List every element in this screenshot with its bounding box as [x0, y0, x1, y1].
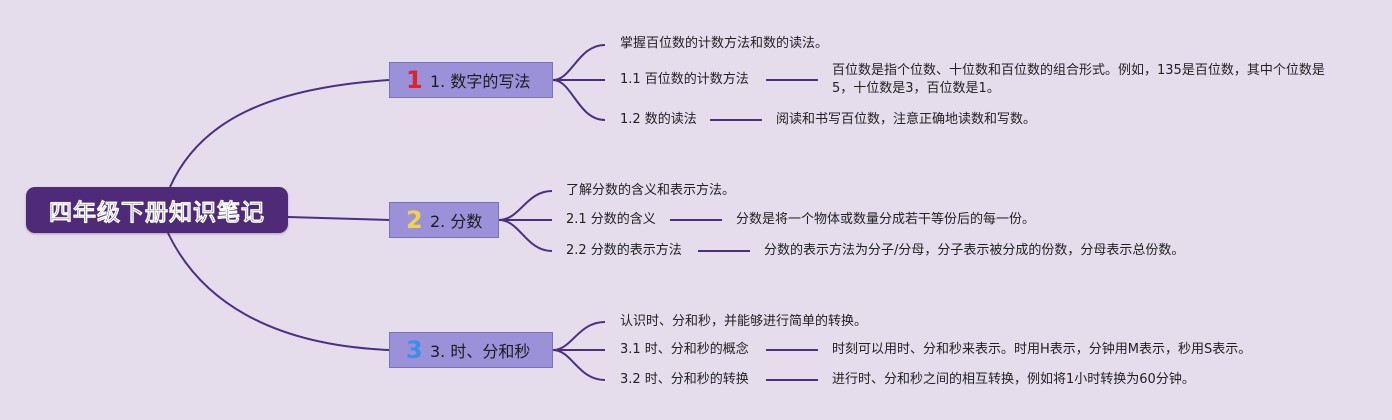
number-2-icon: 2	[406, 206, 423, 234]
number-3-icon: 3	[406, 336, 423, 364]
branch-3-intro: 认识时、分和秒，并能够进行简单的转换。	[620, 314, 868, 329]
root-title: 四年级下册知识笔记	[49, 200, 265, 227]
sub-3-2-label[interactable]: 3.2 时、分和秒的转换	[620, 372, 749, 387]
root-to-branch-1-line	[169, 79, 390, 188]
sub-3-1-detail: 时刻可以用时、分和秒来表示。时用H表示，分钟用M表示，秒用S表示。	[832, 342, 1252, 357]
branch-1-intro: 掌握百位数的计数方法和数的读法。	[620, 36, 829, 51]
branch-1-to-intro-line	[552, 44, 606, 81]
sub-3-2-detail: 进行时、分和秒之间的相互转换，例如将1小时转换为60分钟。	[832, 372, 1195, 387]
sub-1-1-detail: 百位数是指个位数、十位数和百位数的组合形式。例如，135是百位数，其中个位数是5…	[832, 63, 1325, 96]
branch-2-to-intro-line	[498, 190, 553, 221]
sub-1-1-label[interactable]: 1.1 百位数的计数方法	[620, 72, 749, 87]
branch-2-intro: 了解分数的含义和表示方法。	[566, 183, 736, 198]
branch-node-1[interactable]: 1 1. 数字的写法	[389, 62, 553, 98]
branch-3-to-intro-line	[552, 321, 606, 351]
root-node[interactable]: 四年级下册知识笔记	[26, 187, 288, 233]
number-1-icon: 1	[406, 66, 423, 94]
sub-2-2-label[interactable]: 2.2 分数的表示方法	[566, 243, 682, 258]
branch-3-title: 3. 时、分和秒	[430, 342, 531, 361]
branch-2-title: 2. 分数	[430, 212, 483, 231]
root-to-branch-2-line	[287, 216, 390, 221]
root-to-branch-3-line	[167, 232, 390, 351]
branch-node-3[interactable]: 3 3. 时、分和秒	[389, 332, 553, 368]
sub-1-2-label[interactable]: 1.2 数的读法	[620, 112, 697, 127]
sub-2-1-label[interactable]: 2.1 分数的含义	[566, 212, 656, 227]
branch-3-to-sub-2-line	[552, 349, 606, 381]
sub-2-2-detail: 分数的表示方法为分子/分母，分子表示被分成的份数，分母表示总份数。	[764, 243, 1185, 258]
branch-1-title: 1. 数字的写法	[430, 72, 531, 91]
branch-1-to-sub-2-line	[552, 79, 606, 121]
branch-2-to-sub-2-line	[498, 219, 553, 252]
sub-3-1-label[interactable]: 3.1 时、分和秒的概念	[620, 342, 749, 357]
branch-node-2[interactable]: 2 2. 分数	[389, 202, 499, 238]
sub-2-1-detail: 分数是将一个物体或数量分成若干等份后的每一份。	[736, 212, 1036, 227]
sub-1-2-detail: 阅读和书写百位数，注意正确地读数和写数。	[776, 112, 1037, 127]
